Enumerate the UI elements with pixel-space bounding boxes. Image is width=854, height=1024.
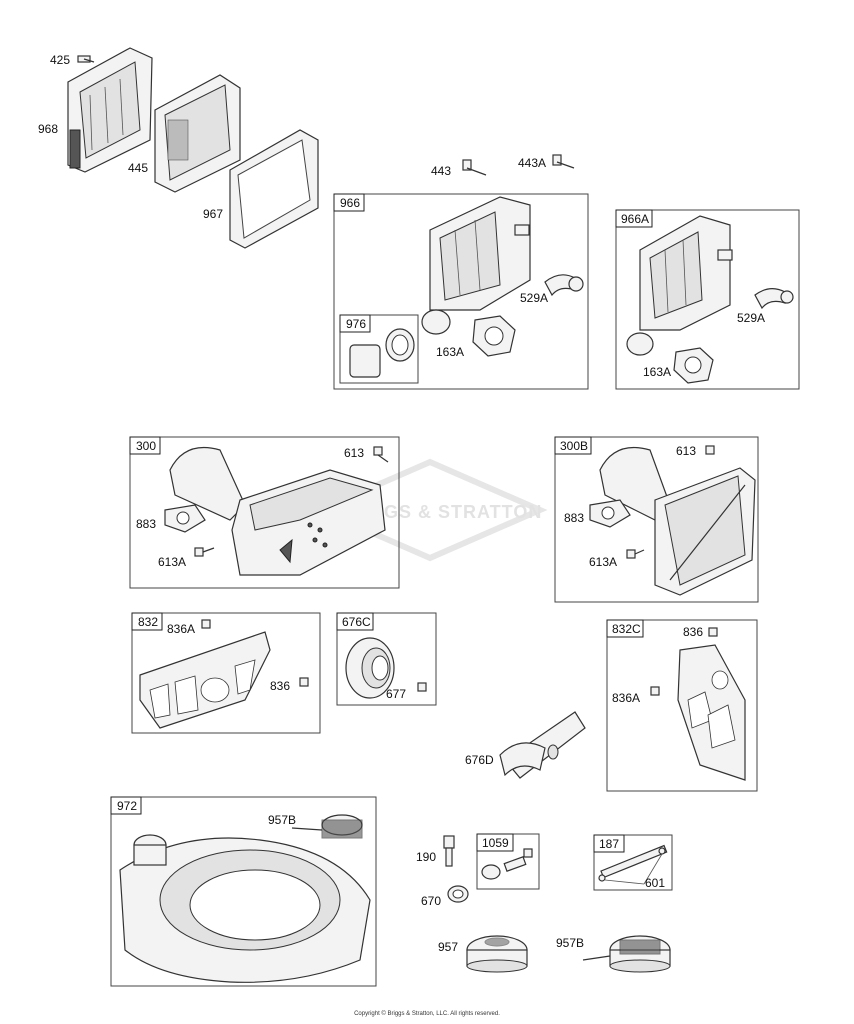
box-832C: 832C <box>606 619 758 792</box>
label-613A-300: 613A <box>158 555 186 569</box>
label-968: 968 <box>38 122 58 136</box>
bolt-425 <box>77 55 95 63</box>
box-label-832C: 832C <box>612 622 641 636</box>
label-836A-832: 836A <box>167 622 195 636</box>
box-976: 976 <box>339 314 419 384</box>
label-957B: 957B <box>556 936 584 950</box>
label-443A: 443A <box>518 156 546 170</box>
box-label-676C: 676C <box>342 615 371 629</box>
label-529A-966: 529A <box>520 291 548 305</box>
box-972: 972 <box>110 796 377 987</box>
label-676D: 676D <box>465 753 494 767</box>
label-613A-300B: 613A <box>589 555 617 569</box>
label-883-300: 883 <box>136 517 156 531</box>
air-cleaner-cover-968 <box>67 47 153 173</box>
label-967: 967 <box>203 207 223 221</box>
box-300B: 300B <box>554 436 759 603</box>
label-836A-832C: 836A <box>612 691 640 705</box>
label-425: 425 <box>50 53 70 67</box>
label-957B-972: 957B <box>268 813 296 827</box>
box-label-966A: 966A <box>621 212 649 226</box>
screw-443A <box>552 154 575 169</box>
box-label-976: 976 <box>346 317 366 331</box>
fitting-190 <box>443 835 455 867</box>
label-163A-966: 163A <box>436 345 464 359</box>
label-883-300B: 883 <box>564 511 584 525</box>
label-443: 443 <box>431 164 451 178</box>
air-filter-445 <box>154 74 241 193</box>
box-label-832: 832 <box>138 615 158 629</box>
label-836-832: 836 <box>270 679 290 693</box>
box-label-300B: 300B <box>560 439 588 453</box>
label-957: 957 <box>438 940 458 954</box>
fuel-cap-957 <box>466 935 528 973</box>
box-966A: 966A <box>615 209 800 390</box>
deflector-676D <box>499 711 586 779</box>
bushing-670 <box>447 885 469 903</box>
label-613-300: 613 <box>344 446 364 460</box>
watermark-text: BRIGGS & STRATTON <box>335 502 542 522</box>
box-966: 966 <box>333 193 589 390</box>
copyright-notice: Copyright © Briggs & Stratton, LLC. All … <box>354 1011 500 1017</box>
label-677: 677 <box>386 687 406 701</box>
box-label-1059: 1059 <box>482 836 509 850</box>
label-670: 670 <box>421 894 441 908</box>
label-190: 190 <box>416 850 436 864</box>
label-163A-966A: 163A <box>643 365 671 379</box>
box-187: 187 <box>593 834 673 891</box>
box-300: 300 <box>129 436 400 589</box>
label-836-832C: 836 <box>683 625 703 639</box>
box-label-972: 972 <box>117 799 137 813</box>
label-445: 445 <box>128 161 148 175</box>
box-label-966: 966 <box>340 196 360 210</box>
box-832: 832 <box>131 612 321 734</box>
label-529A-966A: 529A <box>737 311 765 325</box>
screw-443 <box>462 159 487 176</box>
label-601: 601 <box>645 876 665 890</box>
fuel-cap-957B <box>582 935 671 973</box>
box-label-187: 187 <box>599 837 619 851</box>
label-613-300B: 613 <box>676 444 696 458</box>
box-1059: 1059 <box>476 833 540 890</box>
box-676C: 676C <box>336 612 437 706</box>
box-label-300: 300 <box>136 439 156 453</box>
pre-cleaner-967 <box>229 129 319 249</box>
watermark-logo: BRIGGS & STRATTON <box>312 458 548 562</box>
